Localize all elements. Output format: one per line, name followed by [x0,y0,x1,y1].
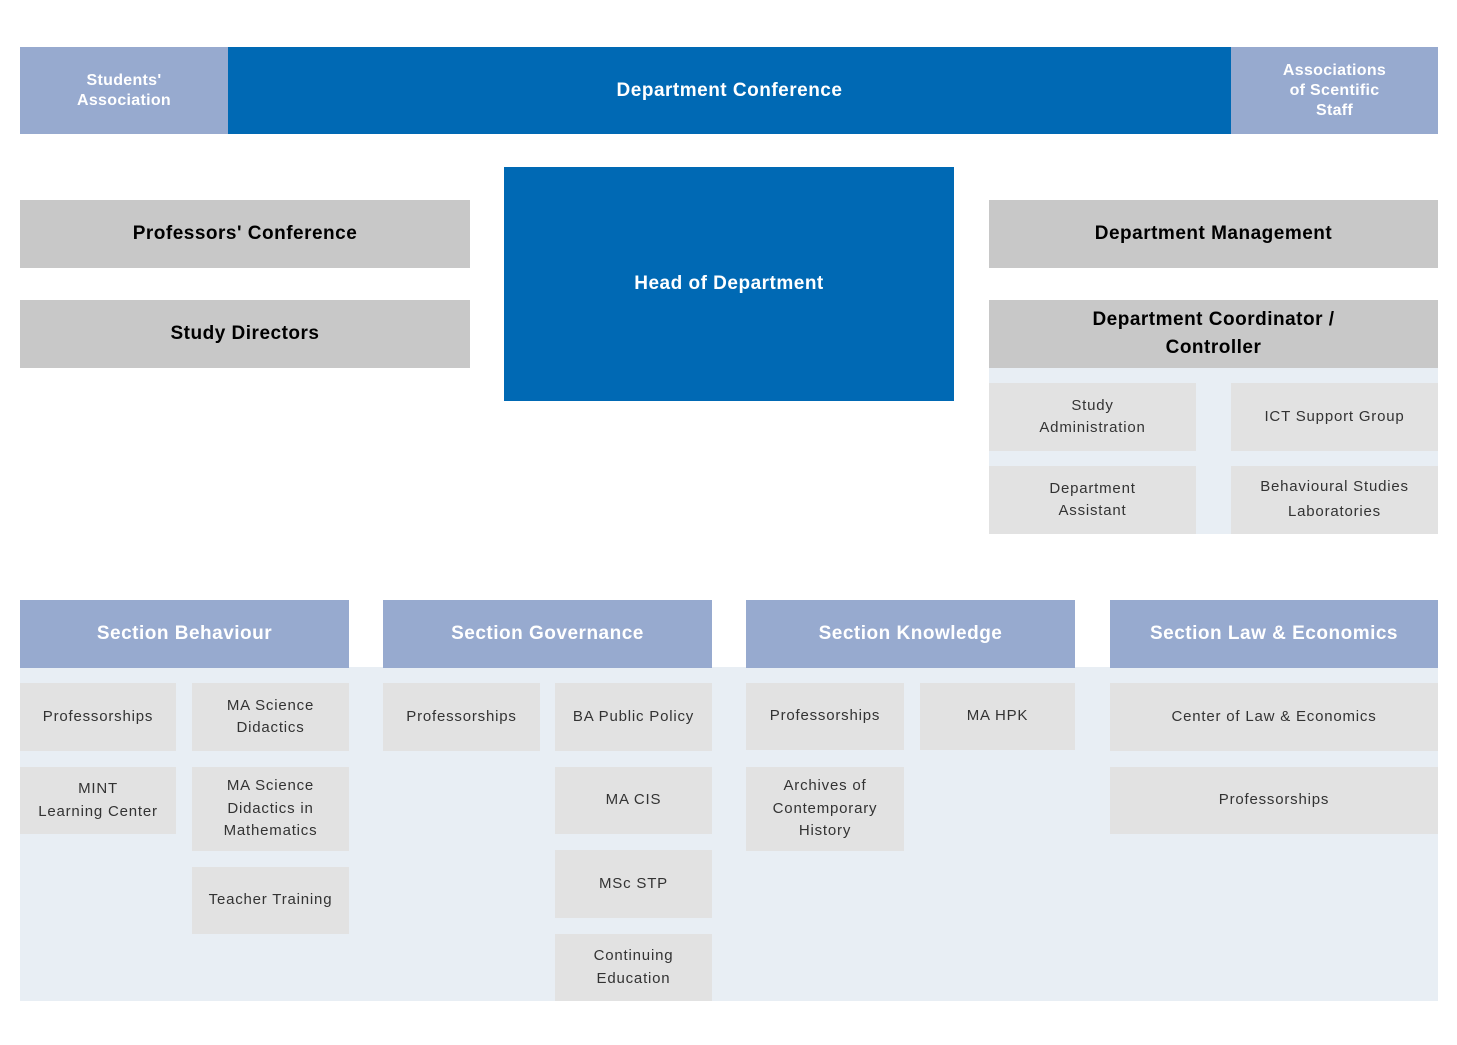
ma-science-didactics-label: MA Science Didactics [226,696,315,737]
students-association-box: Students' Association [20,47,228,134]
mint-learning-center-label: MINT Learning Center [38,780,158,820]
department-coordinator-label: Department Coordinator / Controller [1092,309,1335,358]
ict-support-group-box: ICT Support Group [1231,383,1438,451]
archives-box: Archives of Contemporary History [746,767,904,851]
professors-conference-label: Professors' Conference [132,223,358,245]
section-law-economics-title: Section Law & Economics [1150,623,1398,645]
associations-scientific-staff-box: Associations of Scentific Staff [1231,47,1438,134]
section-governance-header: Section Governance [383,600,712,668]
behavioural-labs-box: Behavioural Studies Laboratories [1231,466,1438,534]
study-administration-box: Study Administration [989,383,1196,451]
behavioural-labs-label: Behavioural Studies Laboratories [1260,478,1409,520]
department-management-box: Department Management [989,200,1438,268]
ma-science-didactics-box: MA Science Didactics [192,683,349,751]
continuing-education-label: Continuing Education [593,947,674,987]
department-conference-box: Department Conference [228,47,1231,134]
study-directors-box: Study Directors [20,300,470,368]
continuing-education-box: Continuing Education [555,934,712,1001]
msc-stp-label: MSc STP [599,874,668,892]
center-law-economics-box: Center of Law & Economics [1110,683,1438,751]
knowledge-professorships-box: Professorships [746,683,904,750]
associations-scientific-staff-label: Associations of Scentific Staff [1282,61,1387,119]
governance-professorships-label: Professorships [406,707,517,725]
students-association-label: Students' Association [77,71,171,109]
behaviour-professorships-box: Professorships [20,683,176,751]
department-assistant-box: Department Assistant [989,466,1196,534]
teacher-training-box: Teacher Training [192,867,349,934]
ma-cis-box: MA CIS [555,767,712,834]
professors-conference-box: Professors' Conference [20,200,470,268]
head-of-department-label: Head of Department [634,273,824,295]
study-administration-label: Study Administration [1039,396,1146,437]
department-coordinator-box: Department Coordinator / Controller [989,300,1438,368]
msc-stp-box: MSc STP [555,850,712,918]
department-management-label: Department Management [1094,223,1333,245]
ba-public-policy-label: BA Public Policy [572,707,695,725]
behaviour-professorships-label: Professorships [42,707,154,725]
section-behaviour-title: Section Behaviour [96,623,273,645]
ict-support-group-label: ICT Support Group [1264,407,1405,425]
center-law-economics-label: Center of Law & Economics [1171,707,1377,725]
ma-science-didactics-math-label: MA Science Didactics in Mathematics [223,777,318,840]
ma-hpk-box: MA HPK [920,683,1075,750]
ba-public-policy-box: BA Public Policy [555,683,712,751]
department-assistant-label: Department Assistant [1049,479,1136,520]
law-economics-professorships-label: Professorships [1218,791,1330,809]
section-law-economics-header: Section Law & Economics [1110,600,1438,668]
archives-label: Archives of Contemporary History [772,777,878,840]
mint-learning-center-box: MINT Learning Center [20,767,176,834]
study-directors-label: Study Directors [170,323,320,345]
head-of-department-box: Head of Department [504,167,954,401]
section-knowledge-title: Section Knowledge [818,623,1003,645]
knowledge-professorships-label: Professorships [769,707,881,725]
section-governance-title: Section Governance [451,623,644,645]
department-conference-label: Department Conference [616,79,843,101]
section-knowledge-header: Section Knowledge [746,600,1075,668]
governance-professorships-box: Professorships [383,683,540,751]
ma-cis-label: MA CIS [605,791,662,809]
ma-hpk-label: MA HPK [966,707,1029,725]
teacher-training-label: Teacher Training [208,891,333,909]
section-behaviour-header: Section Behaviour [20,600,349,668]
law-economics-professorships-box: Professorships [1110,767,1438,834]
ma-science-didactics-math-box: MA Science Didactics in Mathematics [192,767,349,851]
